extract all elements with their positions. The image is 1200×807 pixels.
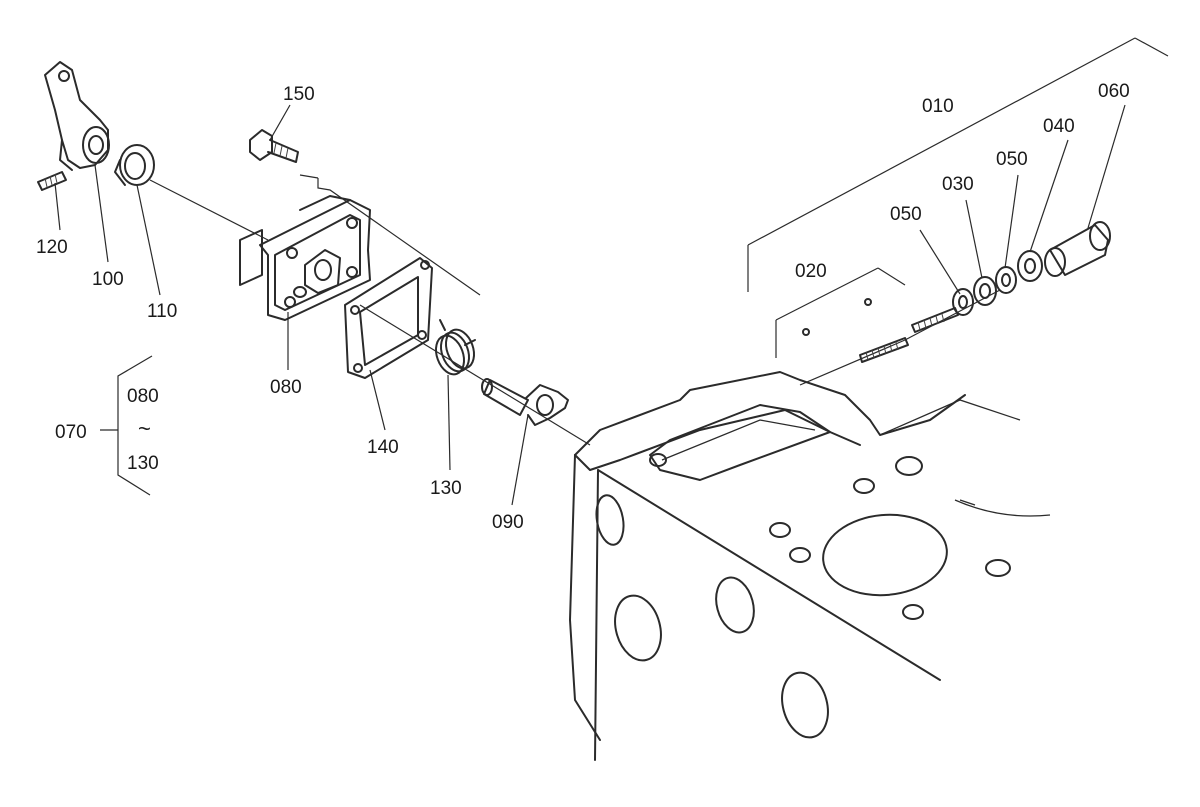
callout-100: 100	[92, 269, 124, 290]
callout-080: 080	[270, 377, 302, 398]
callout-050-right: 050	[996, 149, 1028, 170]
assembly-range-start: 080	[127, 386, 159, 407]
callout-060: 060	[1098, 81, 1130, 102]
leader-lines	[54, 37, 1169, 506]
spring-set-part-020	[802, 298, 959, 363]
bushing-part-110	[114, 144, 155, 186]
spring-part-130	[434, 319, 476, 376]
assembly-axis-lines	[149, 174, 1001, 446]
callout-090: 090	[492, 512, 524, 533]
assembly-bracket-070	[100, 355, 153, 496]
engine-block	[569, 371, 1051, 761]
assembly-label-070: 070	[55, 422, 87, 443]
lever-part-100	[44, 61, 110, 171]
callout-labels: 010 020 030 050 050 040 060 150 120 100 …	[36, 81, 1130, 533]
callout-110: 110	[147, 301, 177, 322]
callout-140: 140	[367, 437, 399, 458]
shaft-part-090	[481, 378, 569, 426]
callout-020: 020	[795, 261, 827, 282]
cover-housing-part-080	[239, 195, 371, 321]
assembly-range-separator: ~	[138, 416, 151, 441]
callout-150: 150	[283, 84, 315, 105]
cap-part-060	[1044, 221, 1111, 277]
callout-010: 010	[922, 96, 954, 117]
assembly-range-end: 130	[127, 453, 159, 474]
callout-030: 030	[942, 174, 974, 195]
bolt-part-150	[249, 129, 299, 163]
pin-part-120	[37, 171, 67, 191]
callout-120: 120	[36, 237, 68, 258]
gasket-part-140	[344, 257, 433, 379]
callout-040: 040	[1043, 116, 1075, 137]
callout-130: 130	[430, 478, 462, 499]
callout-050-left: 050	[890, 204, 922, 225]
washer-set	[952, 250, 1043, 316]
